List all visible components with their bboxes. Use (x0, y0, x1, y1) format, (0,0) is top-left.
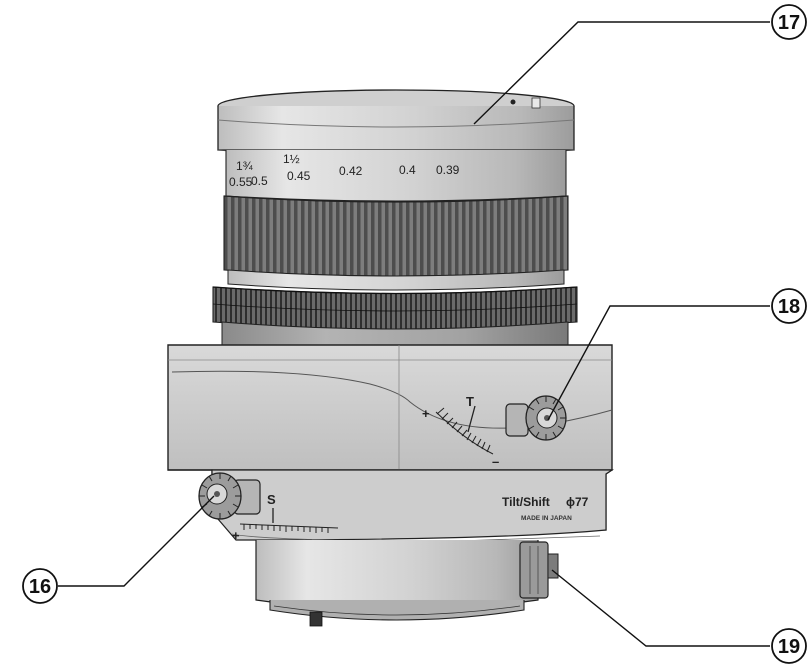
tilt-tick-label: T (466, 394, 474, 409)
lock-lever[interactable] (519, 541, 559, 599)
meter-label: 0.39 (436, 163, 460, 177)
callout-18-number: 18 (778, 296, 800, 318)
callout-leader-18 (547, 305, 770, 421)
meter-label: 0.45 (287, 169, 311, 183)
focus-grip[interactable] (223, 195, 569, 277)
callout-19-number: 19 (778, 636, 800, 658)
callout-16: 16 (22, 568, 58, 604)
callout-19: 19 (771, 628, 807, 664)
shift-plus: + (232, 528, 240, 543)
shift-knob[interactable] (198, 472, 261, 520)
callout-17: 17 (771, 4, 807, 40)
lens-name: Tilt/Shift (502, 495, 550, 509)
callout-leader-17 (473, 21, 770, 125)
distance-scale-barrel: 1¾ 1½ 0.55 0.5 0.45 0.42 0.4 0.39 (225, 150, 567, 202)
tilt-minus: – (492, 454, 499, 469)
callout-leader-19 (551, 569, 770, 647)
tilt-scale: T + – (422, 394, 499, 469)
feet-label: 1½ (283, 152, 300, 166)
meter-label: 0.42 (339, 164, 363, 178)
mount-barrel (255, 540, 539, 627)
meter-label: 0.5 (251, 174, 268, 188)
tilt-shift-body (167, 344, 614, 543)
made-in-japan: MADE IN JAPAN (521, 515, 572, 522)
shift-minus: – (305, 532, 312, 547)
shift-tick-label: S (267, 492, 276, 507)
filter-size: ϕ77 (566, 495, 589, 509)
callout-17-number: 17 (778, 12, 800, 34)
meter-label: 0.4 (399, 163, 416, 177)
ring-base (221, 321, 569, 346)
meter-label: 0.55 (229, 175, 253, 189)
callout-leader-16 (58, 495, 215, 587)
callout-16-number: 16 (29, 576, 51, 598)
revolving-ring[interactable] (212, 286, 578, 330)
barrel-lower (227, 269, 565, 291)
feet-label: 1¾ (236, 159, 254, 173)
tilt-plus: + (422, 406, 430, 421)
callout-18: 18 (771, 288, 807, 324)
front-ring (217, 89, 575, 159)
lens-branding: Tilt/Shift ϕ77 MADE IN JAPAN (502, 495, 589, 522)
